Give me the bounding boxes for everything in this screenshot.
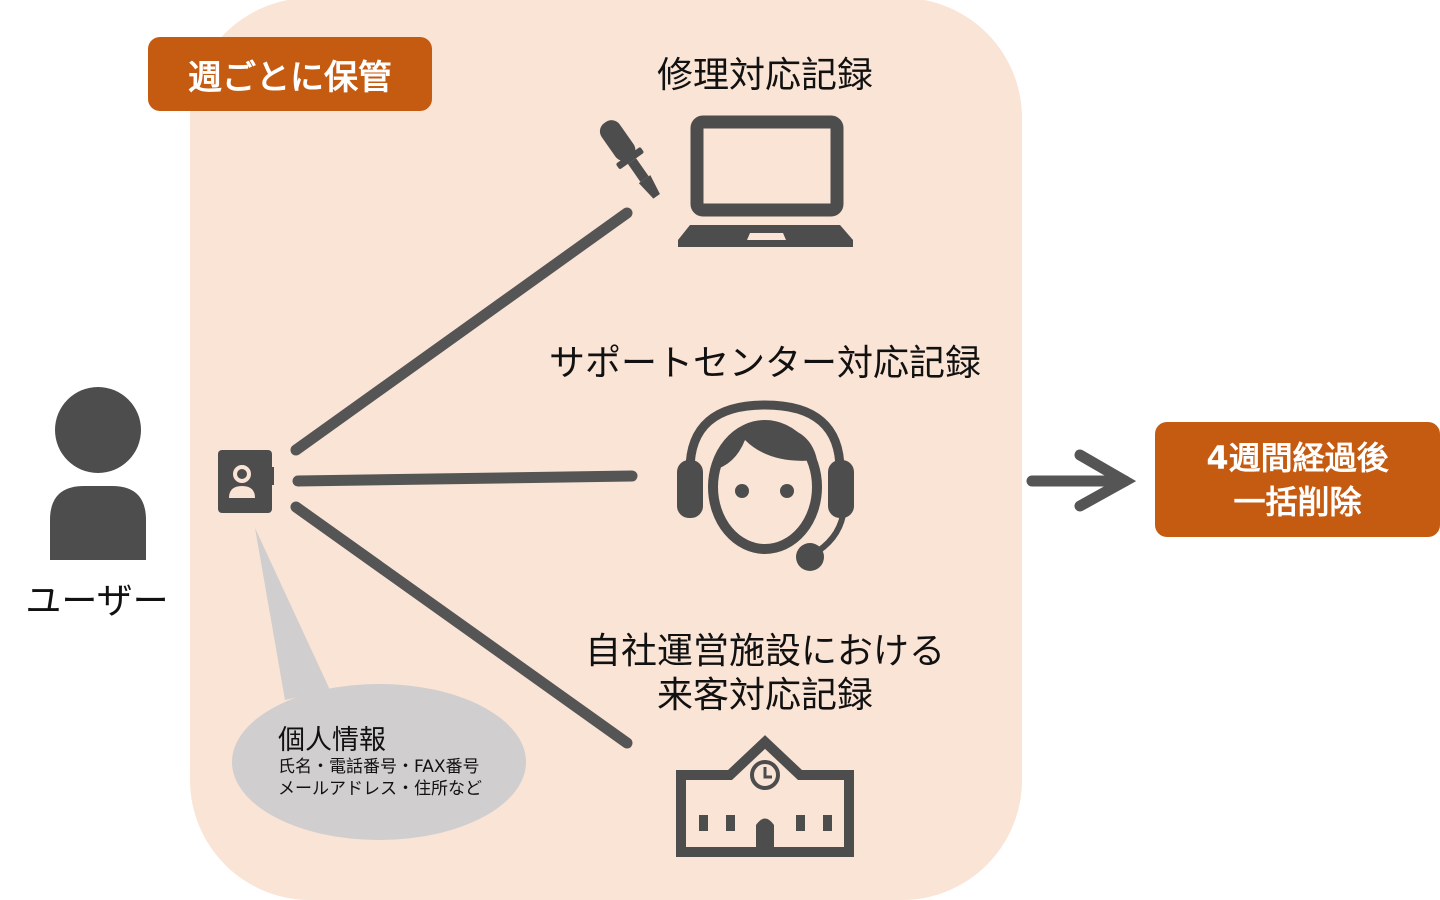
connector-lines [290, 207, 638, 749]
user-icon [50, 387, 146, 560]
line-to-repair [290, 207, 633, 456]
personal-info-line2: メールアドレス・住所など [278, 779, 482, 799]
arrow-right-icon [1026, 449, 1137, 512]
user-label: ユーザー [25, 581, 169, 622]
contact-card-icon [218, 450, 274, 513]
line-to-support [292, 470, 638, 487]
facility-record-label: 自社運営施設における 来客対応記録 [560, 630, 970, 718]
headset-operator-icon [677, 400, 854, 571]
repair-record-label: 修理対応記録 [656, 55, 873, 96]
personal-info-title: 個人情報 [278, 725, 386, 756]
personal-info-bubble [232, 528, 526, 840]
facility-record-line2: 来客対応記録 [656, 675, 873, 716]
personal-info-details: 氏名・電話番号・FAX番号 メールアドレス・住所など [278, 756, 482, 800]
personal-info-line1: 氏名・電話番号・FAX番号 [278, 757, 480, 777]
screwdriver-icon [599, 120, 660, 199]
facility-record-line1: 自社運営施設における [584, 631, 945, 672]
building-icon [676, 735, 854, 857]
bulk-deletion-box: 4週間経過後 一括削除 [1155, 422, 1440, 537]
weekly-storage-label: 週ごとに保管 [148, 37, 432, 111]
weekly-storage-text: 週ごとに保管 [188, 57, 392, 98]
building-windows [699, 815, 832, 852]
laptop-icon [678, 115, 853, 247]
deletion-line1: 4週間経過後 [1206, 438, 1389, 477]
deletion-line2: 一括削除 [1233, 482, 1362, 521]
support-record-label: サポートセンター対応記録 [548, 343, 981, 384]
line-to-facility [290, 501, 633, 749]
